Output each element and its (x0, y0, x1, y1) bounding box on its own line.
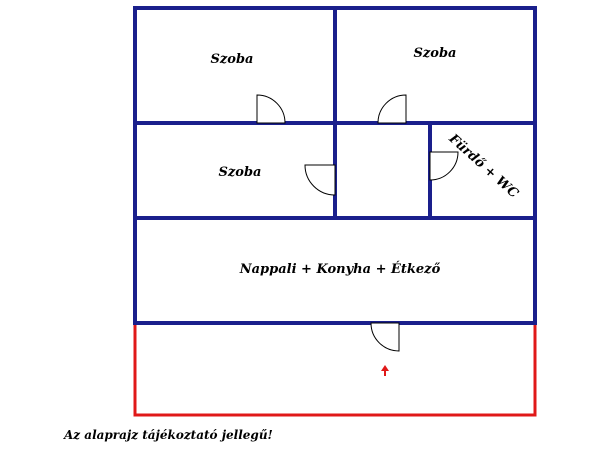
door-swing-bathroom (429, 151, 459, 181)
room-label-living: Nappali + Konyha + Étkező (239, 261, 441, 277)
room-label-szoba-2: Szoba (414, 46, 457, 61)
room-label-szoba-1: Szoba (211, 52, 254, 67)
room-label-szoba-3: Szoba (219, 165, 262, 180)
room-label-bathroom: Fürdő + WC (445, 131, 522, 202)
door-swing-room-1 (256, 94, 286, 124)
door-swing-entrance (370, 322, 400, 352)
door-swing-room-2 (377, 94, 407, 124)
terrace-outline (133, 323, 537, 417)
door-swing-room-3 (304, 164, 336, 196)
disclaimer-note: Az alaprajz tájékoztató jellegű! (64, 428, 273, 442)
entrance-arrow-icon (381, 365, 389, 376)
